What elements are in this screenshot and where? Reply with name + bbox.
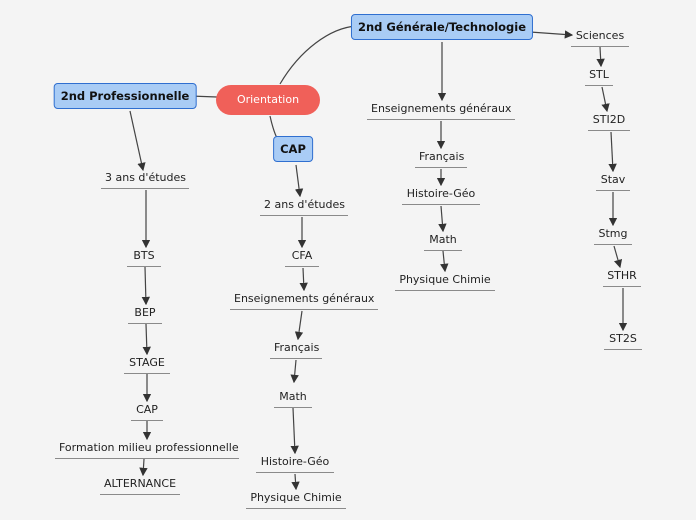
pro-item[interactable]: Formation milieu professionnelle [55,441,239,459]
pro-item[interactable]: STAGE [124,356,170,374]
cap-item[interactable]: Français [270,341,322,359]
generale-item[interactable]: Physique Chimie [395,273,495,291]
generale-item[interactable]: Histoire-Géo [402,187,480,205]
cap-item[interactable]: CFA [285,249,319,267]
link-generale-sciences [529,30,574,39]
cap-item[interactable]: 2 ans d'études [260,198,348,216]
branch-generale[interactable]: 2nd Générale/Technologie [350,14,534,40]
series-item[interactable]: STHR [603,269,641,287]
branch-cap[interactable]: CAP [273,136,313,162]
cap-item[interactable]: Histoire-Géo [256,455,334,473]
series-item[interactable]: STL [585,68,613,86]
pro-item[interactable]: 3 ans d'études [101,171,189,189]
series-item[interactable]: STI2D [588,113,630,131]
cap-item[interactable]: Math [274,390,312,408]
series-item[interactable]: Sciences [571,29,629,47]
pro-item[interactable]: CAP [131,403,163,421]
generale-item[interactable]: Math [424,233,462,251]
branch-pro[interactable]: 2nd Professionnelle [53,83,197,109]
central-topic[interactable]: Orientation [216,85,320,115]
series-item[interactable]: ST2S [604,332,642,350]
series-item[interactable]: Stmg [594,227,632,245]
series-item[interactable]: Stav [596,173,630,191]
cap-item[interactable]: Physique Chimie [246,491,346,509]
generale-item[interactable]: Enseignements généraux [367,102,515,120]
pro-item[interactable]: ALTERNANCE [100,477,180,495]
cap-item[interactable]: Enseignements généraux [230,292,378,310]
pro-item[interactable]: BEP [128,306,162,324]
link-center-generale [279,25,357,85]
pro-item[interactable]: BTS [127,249,161,267]
generale-item[interactable]: Français [415,150,467,168]
